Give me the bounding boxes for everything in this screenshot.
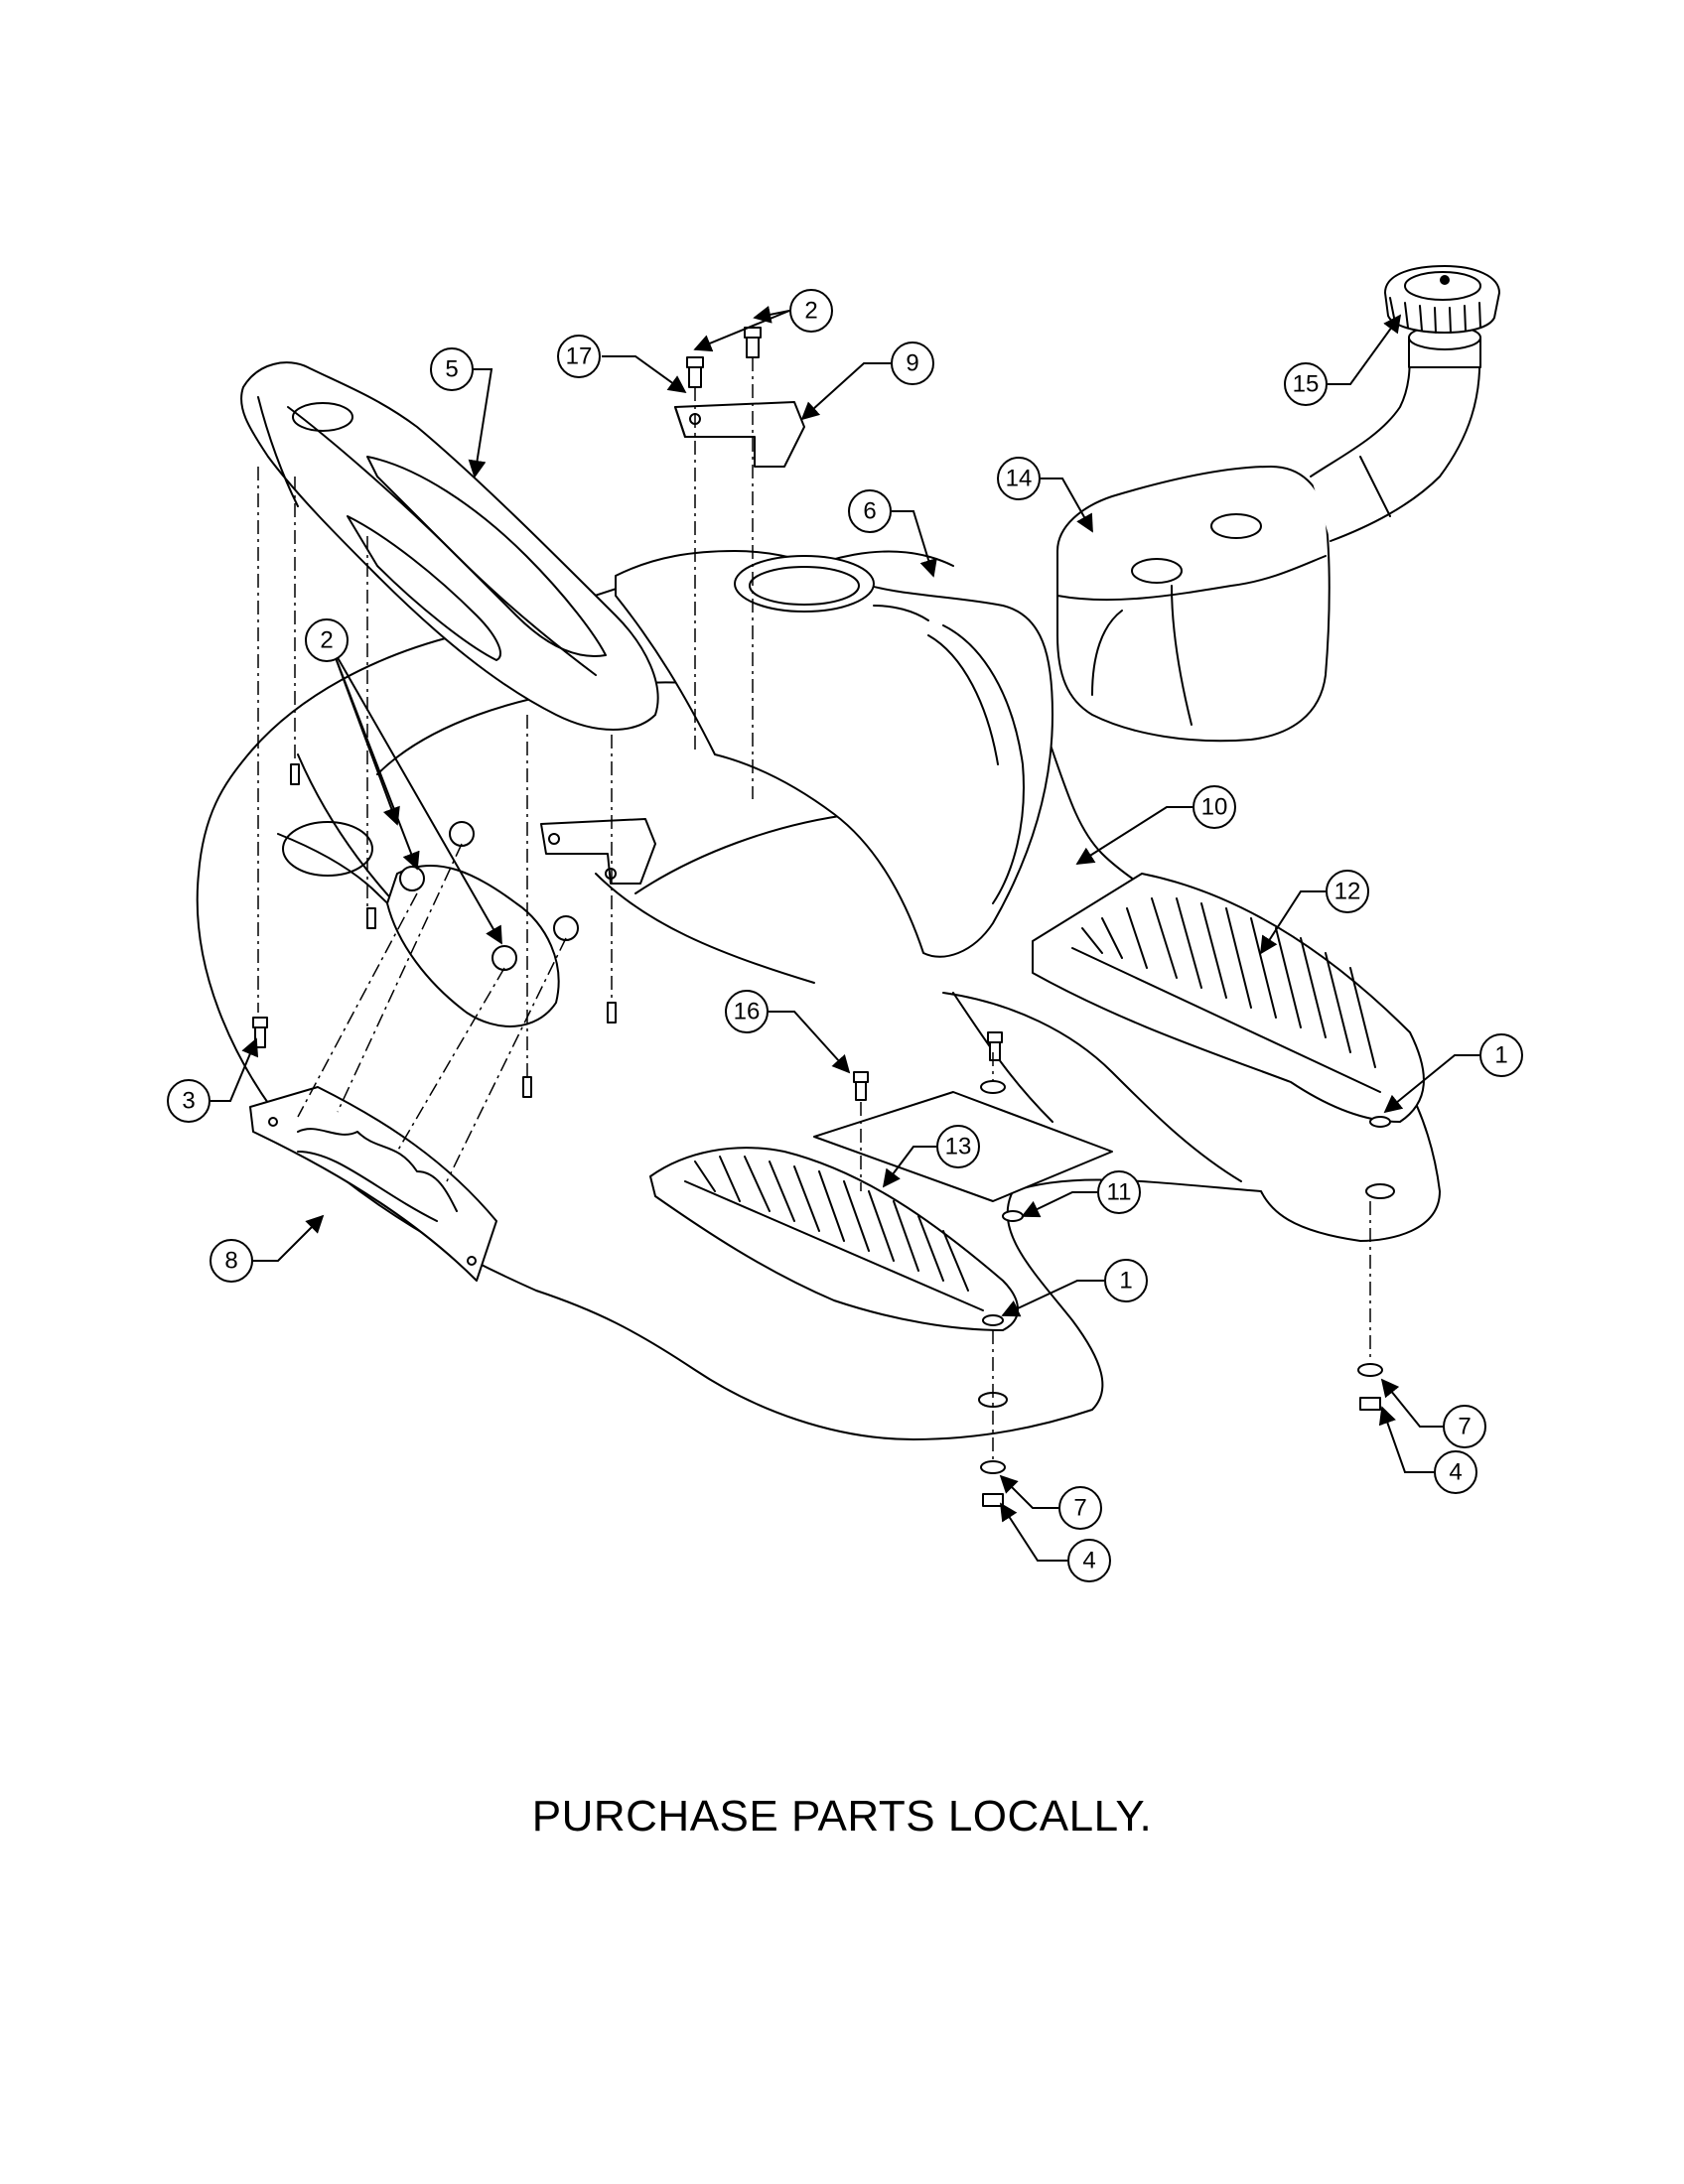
svg-text:9: 9 xyxy=(906,350,918,377)
dash-panel xyxy=(615,550,1053,958)
right-footrest-mat xyxy=(1032,873,1425,1123)
console xyxy=(240,361,659,731)
svg-text:6: 6 xyxy=(863,498,876,525)
fuel-cap xyxy=(1384,265,1500,334)
callout-13: 13 xyxy=(936,1125,980,1168)
callout-17: 17 xyxy=(557,335,601,378)
callout-10: 10 xyxy=(1193,785,1236,829)
callout-7: 7 xyxy=(1058,1486,1102,1530)
callout-4: 4 xyxy=(1067,1539,1111,1582)
svg-text:16: 16 xyxy=(734,999,761,1025)
callout-15: 15 xyxy=(1284,362,1328,406)
callout-2: 2 xyxy=(789,289,833,333)
svg-text:12: 12 xyxy=(1334,879,1361,905)
svg-text:8: 8 xyxy=(224,1248,237,1275)
callout-2: 2 xyxy=(305,618,349,662)
svg-text:5: 5 xyxy=(445,356,458,383)
callout-8: 8 xyxy=(210,1239,253,1283)
callout-14: 14 xyxy=(997,457,1041,500)
bracket-lower xyxy=(540,818,656,885)
svg-text:1: 1 xyxy=(1119,1268,1132,1295)
callout-11: 11 xyxy=(1097,1170,1141,1214)
svg-text:4: 4 xyxy=(1449,1459,1462,1486)
callout-6: 6 xyxy=(848,489,892,533)
assembly-lines xyxy=(257,357,1371,1459)
svg-text:3: 3 xyxy=(182,1088,195,1115)
callout-12: 12 xyxy=(1326,870,1369,913)
svg-text:4: 4 xyxy=(1082,1548,1095,1574)
svg-text:17: 17 xyxy=(566,343,593,370)
svg-text:1: 1 xyxy=(1494,1042,1507,1069)
svg-text:2: 2 xyxy=(320,627,333,654)
callout-3: 3 xyxy=(167,1079,210,1123)
svg-text:14: 14 xyxy=(1006,466,1033,492)
callout-4: 4 xyxy=(1434,1450,1477,1494)
svg-text:7: 7 xyxy=(1458,1414,1471,1440)
callouts: 5 17 2 9 15 14 6 2 10 12 16 1 3 13 11 8 … xyxy=(167,289,1523,1582)
mounting-plate xyxy=(386,821,579,1027)
callout-1: 1 xyxy=(1104,1259,1148,1302)
svg-text:13: 13 xyxy=(945,1134,972,1160)
callout-1: 1 xyxy=(1479,1033,1523,1077)
deflector-plate xyxy=(249,1086,497,1282)
svg-text:10: 10 xyxy=(1201,794,1228,821)
leader-lines xyxy=(210,305,1479,1562)
svg-text:7: 7 xyxy=(1073,1495,1086,1522)
svg-text:15: 15 xyxy=(1293,371,1320,398)
callout-16: 16 xyxy=(725,990,769,1033)
callout-9: 9 xyxy=(891,341,934,385)
fuel-tank xyxy=(1056,325,1481,743)
svg-text:11: 11 xyxy=(1107,1179,1132,1206)
svg-text:2: 2 xyxy=(804,298,817,325)
callout-7: 7 xyxy=(1443,1405,1486,1448)
callout-5: 5 xyxy=(430,347,474,391)
caption: PURCHASE PARTS LOCALLY. xyxy=(531,1792,1153,1841)
